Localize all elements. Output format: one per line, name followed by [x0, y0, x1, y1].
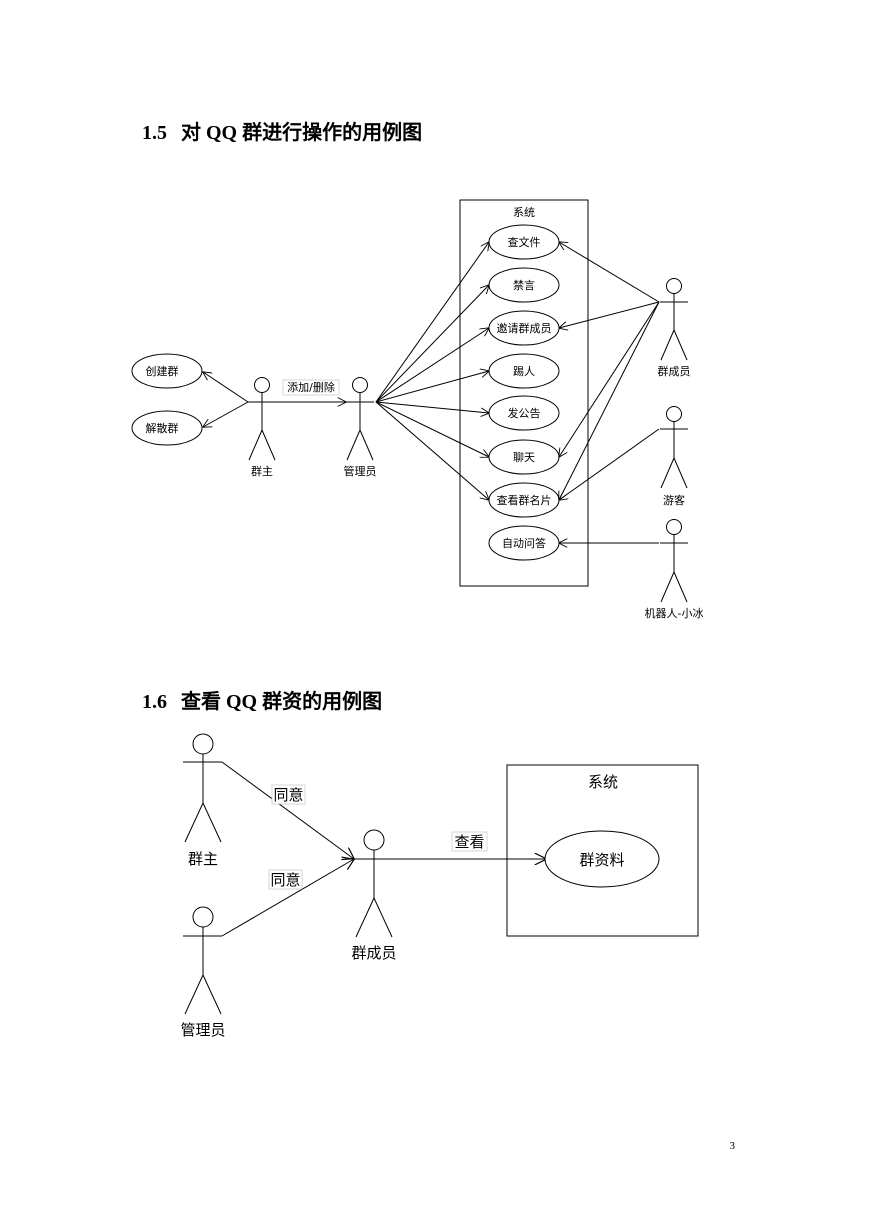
- system-label-2: 系统: [588, 773, 618, 791]
- use-case-mute: 禁言: [488, 267, 560, 303]
- section-title: 对 QQ 群进行操作的用例图: [181, 122, 423, 144]
- admin-associations: [375, 242, 489, 500]
- use-case-invite-members: 邀请群成员: [488, 310, 560, 346]
- agree-label-box-2: [268, 869, 303, 890]
- use-case-kick: 踢人: [488, 353, 560, 389]
- use-case-auto-reply: 自动问答: [488, 525, 560, 561]
- edge-label-add-remove: 添加/删除: [287, 380, 335, 394]
- actor-member-2-label: 群成员: [351, 944, 396, 962]
- guest-association: [559, 428, 660, 500]
- actor-owner-2: [183, 733, 222, 843]
- owner-agree-association: [221, 761, 354, 859]
- use-case-diagram-qq-group-operations: 系统 查文件 禁言 邀请群成员 踢人 发公告 聊天 查看群名片 自动问答 创建群…: [131, 199, 704, 620]
- system-label: 系统: [513, 206, 535, 219]
- section-number: 1.5: [142, 122, 167, 144]
- actor-owner-label: 群主: [251, 464, 273, 478]
- svg-text:自动问答: 自动问答: [502, 536, 546, 550]
- actor-robot-label: 机器人-小冰: [645, 606, 704, 620]
- actor-member-label: 群成员: [658, 364, 691, 378]
- actor-guest: [660, 406, 688, 489]
- actor-member-2: [354, 829, 393, 938]
- svg-text:解散群: 解散群: [146, 421, 179, 435]
- svg-text:查文件: 查文件: [508, 235, 541, 249]
- actor-robot: [660, 519, 688, 603]
- agree-label-1: 同意: [273, 786, 303, 804]
- use-case-post-notice: 发公告: [488, 395, 560, 431]
- svg-text:发公告: 发公告: [508, 406, 541, 420]
- actor-admin-label: 管理员: [344, 464, 377, 478]
- use-case-chat: 聊天: [488, 439, 560, 475]
- use-case-group-info: 群资料: [544, 830, 660, 888]
- svg-text:查看群名片: 查看群名片: [497, 493, 552, 507]
- actor-admin: [346, 377, 374, 461]
- section-1-5-heading: 1.5 对 QQ 群进行操作的用例图: [142, 116, 422, 145]
- svg-text:邀请群成员: 邀请群成员: [497, 321, 552, 335]
- svg-text:聊天: 聊天: [513, 450, 535, 464]
- actor-admin-2-label: 管理员: [180, 1021, 225, 1039]
- owner-associations: [203, 372, 249, 427]
- section-title: 查看 QQ 群资的用例图: [181, 691, 383, 713]
- actor-guest-label: 游客: [663, 493, 685, 507]
- admin-agree-association: [221, 859, 354, 937]
- actor-owner-2-label: 群主: [188, 850, 218, 868]
- svg-text:踢人: 踢人: [513, 365, 535, 378]
- view-label-box: [451, 831, 488, 852]
- system-boundary: [459, 199, 589, 587]
- use-case-dissolve-group: 解散群: [131, 410, 203, 446]
- svg-text:创建群: 创建群: [146, 364, 179, 378]
- section-number: 1.6: [142, 691, 167, 713]
- svg-text:禁言: 禁言: [513, 279, 535, 292]
- system-boundary-2: [506, 764, 699, 937]
- actor-admin-2: [183, 906, 222, 1015]
- svg-text:群资料: 群资料: [579, 851, 624, 869]
- page-number: 3: [729, 1140, 736, 1152]
- actor-member: [660, 278, 688, 361]
- edge-label-box: [282, 379, 340, 396]
- actor-owner: [248, 377, 276, 461]
- agree-label-box-1: [271, 784, 306, 805]
- use-case-create-group: 创建群: [131, 353, 203, 389]
- agree-label-2: 同意: [270, 871, 300, 889]
- member-associations: [559, 242, 660, 500]
- use-case-view-files: 查文件: [488, 224, 560, 260]
- use-case-view-card: 查看群名片: [488, 482, 560, 518]
- section-1-6-heading: 1.6 查看 QQ 群资的用例图: [142, 685, 382, 714]
- view-label: 查看: [454, 833, 484, 851]
